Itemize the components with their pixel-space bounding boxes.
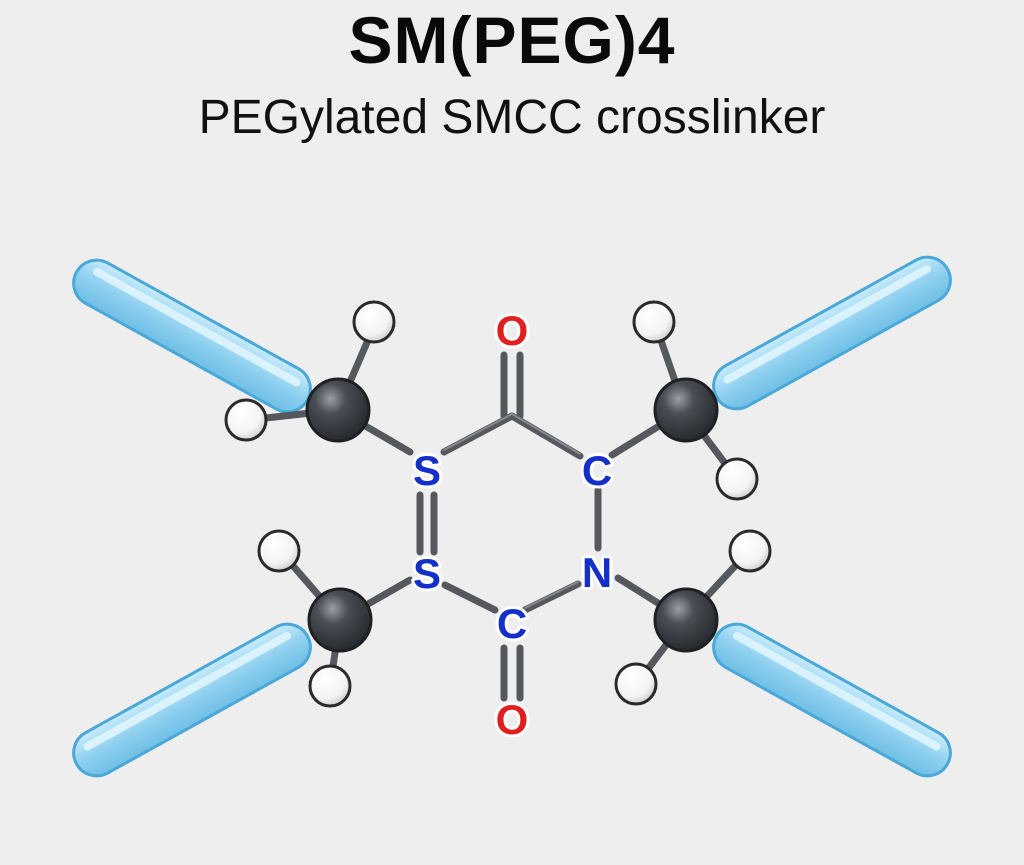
hydrogen-atom <box>257 529 301 573</box>
sulfur-label-upper: S <box>413 447 441 494</box>
hydrogen-atom <box>308 664 352 708</box>
hydrogen-atom <box>352 300 396 344</box>
peg-rod-top-left <box>72 258 312 414</box>
bond-c-c-upper <box>508 412 584 460</box>
hydrogen-atom <box>728 529 772 573</box>
carbon-atom-lower-left <box>307 587 373 653</box>
carbon-atom-upper-left <box>305 377 371 443</box>
hydrogen-atom <box>715 457 759 501</box>
oxygen-label-bottom: O <box>496 696 529 743</box>
oxygen-label-top: O <box>496 307 529 354</box>
page-title: SM(PEG)4 <box>348 3 676 77</box>
peg-rod-top-right <box>712 255 952 411</box>
carbon-atom-lower-right <box>653 587 719 653</box>
carbon-label-upper: C <box>582 447 612 494</box>
hydrogen-atom <box>614 662 658 706</box>
sulfur-label-lower: S <box>413 550 441 597</box>
nitrogen-label: N <box>582 549 612 596</box>
peg-rod-bottom-right <box>712 622 952 778</box>
hydrogen-atom <box>224 398 268 442</box>
hydrogen-atom <box>632 300 676 344</box>
bond-s-c <box>440 412 516 456</box>
bond-c-s-lower <box>441 581 499 614</box>
bond-n-c-lower <box>521 580 582 614</box>
peg-rod-bottom-left <box>72 622 312 778</box>
carbon-label-lower: C <box>497 600 527 647</box>
page-subtitle: PEGylated SMCC crosslinker <box>198 91 826 144</box>
carbon-atom-upper-right <box>653 377 719 443</box>
